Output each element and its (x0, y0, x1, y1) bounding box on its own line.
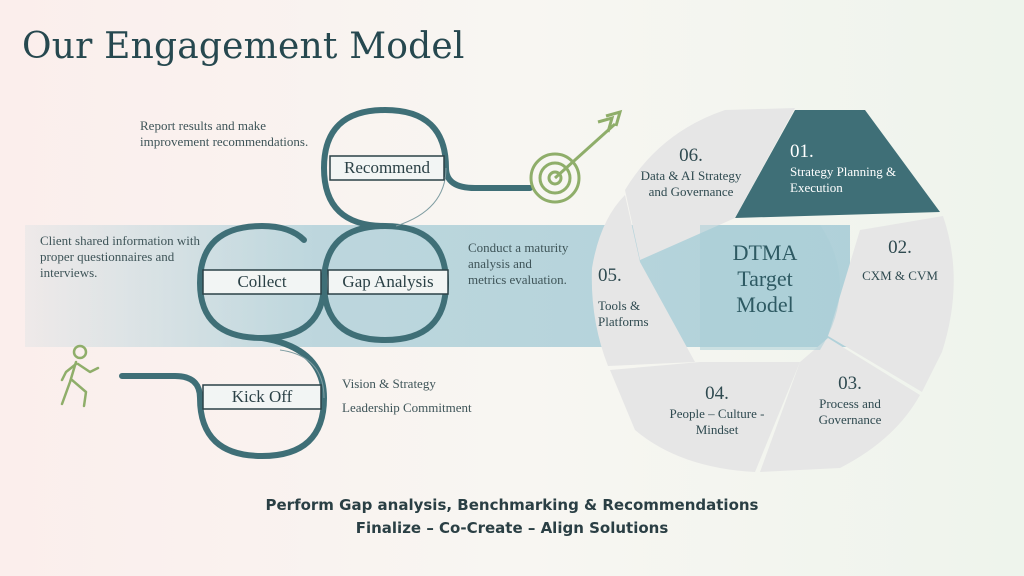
segment-06-label: 06. Data & AI Strategy and Governance (632, 144, 750, 200)
kickoff-note-line1: Vision & Strategy (342, 376, 436, 391)
segment-05-label: 05. Tools & Platforms (598, 264, 662, 330)
dtma-wheel (591, 108, 954, 472)
step-label-kickoff: Kick Off (231, 387, 293, 406)
wheel-center-label: DTMA Target Model (710, 240, 820, 318)
wheel-segment-02 (828, 216, 954, 392)
footer-line-2: Finalize – Co-Create – Align Solutions (355, 519, 669, 537)
segment-03-text: Process and Governance (818, 396, 882, 427)
page-title: Our Engagement Model (22, 26, 465, 67)
segment-02-label: 02. CXM & CVM (860, 236, 940, 284)
step-label-collect: Collect (237, 272, 287, 291)
segment-03-label: 03. Process and Governance (808, 372, 892, 428)
segment-04-label: 04. People – Culture - Mindset (662, 382, 772, 438)
wheel-center (700, 225, 840, 350)
footer-line-1: Perform Gap analysis, Benchmarking & Rec… (265, 496, 759, 514)
step-label-boxes (202, 155, 449, 410)
wheel-segment-03 (760, 338, 920, 472)
step-label-recommend: Recommend (344, 158, 430, 177)
segment-01-number: 01. (790, 141, 814, 162)
segment-04-text: People – Culture - Mindset (669, 406, 765, 437)
wheel-segment-04 (610, 362, 800, 472)
center-line-2: Target (737, 266, 793, 291)
segment-02-text: CXM & CVM (862, 268, 938, 283)
segment-06-number: 06. (679, 145, 703, 166)
center-line-3: Model (736, 292, 794, 317)
kickoff-note-line2: Leadership Commitment (342, 400, 472, 415)
segment-01-label: 01. Strategy Planning & Execution (790, 140, 910, 196)
segment-01-text: Strategy Planning & Execution (790, 164, 897, 195)
journey-path (119, 106, 533, 460)
segment-03-number: 03. (838, 373, 862, 394)
collect-note: Client shared information with proper qu… (40, 233, 200, 280)
wheel-segment-06 (625, 108, 795, 260)
segment-06-text: Data & AI Strategy and Governance (640, 168, 742, 199)
segment-02-number: 02. (888, 237, 912, 258)
wheel-segment-05 (591, 195, 695, 366)
center-line-1: DTMA (732, 240, 798, 265)
target-arrow-icon (529, 109, 623, 204)
gap-analysis-note: Conduct a maturity analysis and metrics … (468, 240, 569, 287)
segment-05-number: 05. (598, 265, 622, 286)
segment-05-text: Tools & Platforms (598, 298, 649, 329)
recommend-note: Report results and make improvement reco… (140, 118, 309, 149)
walking-person-icon (60, 344, 100, 408)
wheel-segment-01 (735, 110, 940, 218)
segment-04-number: 04. (705, 383, 729, 404)
step-label-gap-analysis: Gap Analysis (342, 272, 434, 291)
thin-path-lines (279, 167, 447, 399)
